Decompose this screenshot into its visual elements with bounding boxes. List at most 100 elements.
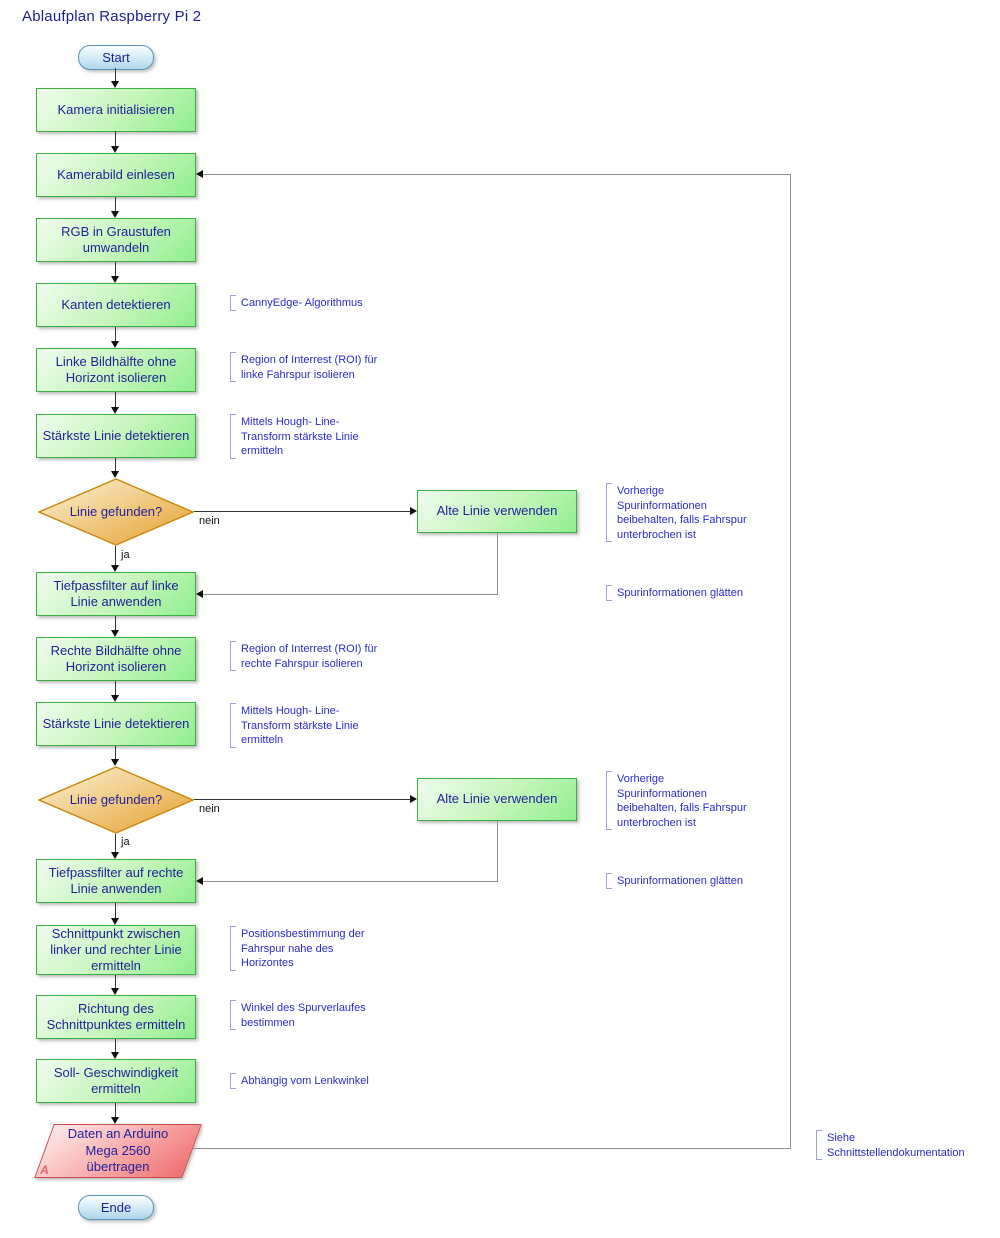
connector-loop-right (790, 174, 791, 1149)
arrow-down-icon (111, 759, 119, 766)
arrow-down-icon (111, 1117, 119, 1124)
process-staerkste-linie-2: Stärkste Linie detektieren (36, 702, 196, 746)
terminator-end: Ende (78, 1195, 154, 1220)
connector-nein-2 (194, 799, 410, 800)
connector (115, 197, 116, 211)
process-linke-bildhaelfte: Linke Bildhälfte ohne Horizont isolieren (36, 348, 196, 392)
bracket-icon (230, 641, 236, 672)
decision-linie-gefunden-1: Linie gefunden? (38, 478, 194, 546)
page-title: Ablaufplan Raspberry Pi 2 (22, 8, 202, 25)
annotation-position: Positionsbestimmung der Fahrspur nahe de… (230, 926, 401, 971)
bracket-icon (606, 771, 612, 831)
connector (115, 616, 116, 630)
bracket-icon (230, 926, 236, 971)
arrow-down-icon (111, 852, 119, 859)
io-label: Daten an Arduino Mega 2560 übertragen (67, 1125, 169, 1175)
edge-label-nein-1: nein (199, 515, 220, 527)
arrow-left-icon (196, 590, 203, 598)
connector (115, 131, 116, 146)
annotation-lenkwinkel: Abhängig vom Lenkwinkel (230, 1073, 411, 1089)
arrow-down-icon (111, 988, 119, 995)
connector-return-1 (497, 533, 498, 594)
arrow-right-icon (410, 795, 417, 803)
connector (115, 68, 116, 81)
annotation-canny: CannyEdge- Algorithmus (230, 295, 401, 311)
diamond-shape (38, 766, 194, 834)
connector-ja-1 (115, 546, 116, 565)
connector (115, 1103, 116, 1117)
connector (115, 1039, 116, 1052)
annotation-siehe: Siehe Schnittstellendokumentation (816, 1130, 997, 1161)
edge-label-ja-1: ja (121, 549, 130, 561)
connector-ja-2 (115, 834, 116, 852)
connector-nein-1 (194, 511, 410, 512)
annotation-winkel: Winkel des Spurverlaufes bestimmen (230, 1000, 401, 1031)
process-kamera-initialisieren: Kamera initialisieren (36, 88, 196, 132)
edge-label-ja-2: ja (121, 836, 130, 848)
connector (115, 681, 116, 695)
bracket-icon (606, 585, 612, 601)
arrow-down-icon (111, 630, 119, 637)
terminator-start: Start (78, 45, 154, 70)
connector-letter: A (40, 1163, 49, 1177)
arrow-down-icon (111, 146, 119, 153)
annotation-glaetten-2: Spurinformationen glätten (606, 873, 787, 889)
connector (115, 746, 116, 759)
arrow-down-icon (111, 276, 119, 283)
process-soll-geschwindigkeit: Soll- Geschwindigkeit ermitteln (36, 1059, 196, 1103)
bracket-icon (230, 1000, 236, 1031)
process-tiefpass-links: Tiefpassfilter auf linke Linie anwenden (36, 572, 196, 616)
connector (115, 327, 116, 341)
bracket-icon (230, 1073, 236, 1089)
arrow-down-icon (111, 1052, 119, 1059)
bracket-icon (230, 414, 236, 459)
process-alte-linie-1: Alte Linie verwenden (417, 490, 577, 533)
annotation-glaetten-1: Spurinformationen glätten (606, 585, 787, 601)
connector (115, 903, 116, 918)
bracket-icon (606, 483, 612, 543)
annotation-hough-1: Mittels Hough- Line- Transform stärkste … (230, 414, 401, 459)
annotation-roi-links: Region of Interrest (ROI) für linke Fahr… (230, 352, 416, 383)
decision-linie-gefunden-2: Linie gefunden? (38, 766, 194, 834)
annotation-vorherige-2: Vorherige Spurinformationen beibehalten,… (606, 771, 767, 831)
arrow-down-icon (111, 407, 119, 414)
connector-return-2 (497, 821, 498, 881)
diamond-shape (38, 478, 194, 546)
process-rgb-graustufen: RGB in Graustufen umwandeln (36, 218, 196, 262)
connector-loop-bottom (193, 1148, 790, 1149)
arrow-left-icon (196, 170, 203, 178)
arrow-down-icon (111, 918, 119, 925)
connector-loop-top (203, 174, 791, 175)
annotation-hough-2: Mittels Hough- Line- Transform stärkste … (230, 703, 401, 748)
arrow-down-icon (111, 211, 119, 218)
process-kamerabild-einlesen: Kamerabild einlesen (36, 153, 196, 197)
annotation-roi-rechts: Region of Interrest (ROI) für rechte Fah… (230, 641, 416, 672)
bracket-icon (816, 1130, 822, 1161)
edge-label-nein-2: nein (199, 803, 220, 815)
connector-return-2 (203, 881, 498, 882)
arrow-down-icon (111, 695, 119, 702)
process-schnittpunkt: Schnittpunkt zwischen linker und rechter… (36, 925, 196, 975)
process-rechte-bildhaelfte: Rechte Bildhälfte ohne Horizont isoliere… (36, 637, 196, 681)
arrow-left-icon (196, 877, 203, 885)
decision-label: Linie gefunden? (69, 503, 163, 519)
arrow-down-icon (111, 81, 119, 88)
process-tiefpass-rechts: Tiefpassfilter auf rechte Linie anwenden (36, 859, 196, 903)
connector (115, 975, 116, 988)
bracket-icon (230, 295, 236, 311)
decision-label: Linie gefunden? (69, 791, 163, 807)
connector (115, 262, 116, 276)
process-richtung: Richtung des Schnittpunktes ermitteln (36, 995, 196, 1039)
bracket-icon (230, 352, 236, 383)
bracket-icon (606, 873, 612, 889)
process-alte-linie-2: Alte Linie verwenden (417, 778, 577, 821)
arrow-down-icon (111, 565, 119, 572)
arrow-down-icon (111, 471, 119, 478)
arrow-down-icon (111, 341, 119, 348)
arrow-right-icon (410, 507, 417, 515)
connector (115, 392, 116, 407)
process-staerkste-linie-1: Stärkste Linie detektieren (36, 414, 196, 458)
process-kanten-detektieren: Kanten detektieren (36, 283, 196, 327)
bracket-icon (230, 703, 236, 748)
